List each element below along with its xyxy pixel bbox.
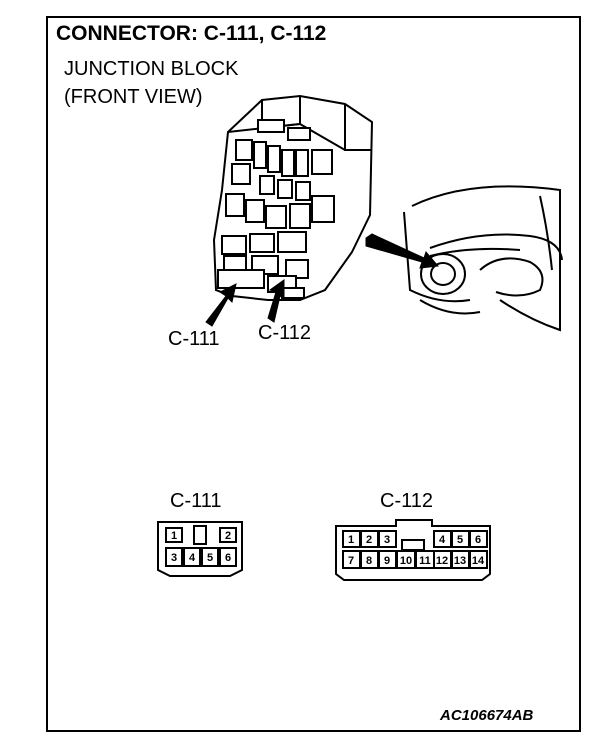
c112-pin-label: 14 [472,555,485,567]
c112-pin-label: 6 [475,534,481,546]
pin-labels: 1 2 3 4 5 6 1 2 3 4 5 6 7 8 9 10 11 12 1… [171,530,485,567]
c112-pin-label: 11 [419,555,431,567]
subtitle-line-2: (FRONT VIEW) [64,86,203,108]
callout-c111: C-111 [168,328,220,350]
c112-pin-label: 2 [366,534,372,546]
c112-pin-label: 9 [384,555,390,567]
c111-pin-label: 4 [189,552,196,564]
connector-c111-face [157,521,243,577]
c112-pin-label: 13 [454,555,466,567]
c111-pin-label: 3 [171,552,177,564]
c112-pin-label: 12 [436,555,448,567]
c111-pin-label: 2 [225,530,231,542]
c112-pin-label: 5 [457,534,463,546]
junction-block-illustration [212,94,374,301]
c112-pin-label: 7 [348,555,354,567]
figure-code: AC106674AB [440,707,534,724]
c112-pin-label: 3 [384,534,390,546]
callout-arrows [205,279,285,327]
connector-c112-label: C-112 [380,490,433,512]
location-pointer-arrow [365,233,439,269]
c111-pin-label: 1 [171,530,177,542]
connector-c112-face [335,519,491,581]
c111-pin-label: 5 [207,552,213,564]
connector-c111-label: C-111 [170,490,222,512]
callout-c112: C-112 [258,322,311,344]
c112-pin-label: 1 [348,534,354,546]
c112-pin-label: 10 [400,555,412,567]
diagram-frame [46,16,581,732]
vehicle-location-sketch [403,185,563,332]
c111-pin-label: 6 [225,552,231,564]
subtitle-line-1: JUNCTION BLOCK [64,58,239,80]
c112-pin-label: 4 [439,534,446,546]
c112-pin-label: 8 [366,555,372,567]
diagram-title: CONNECTOR: C-111, C-112 [56,22,327,45]
